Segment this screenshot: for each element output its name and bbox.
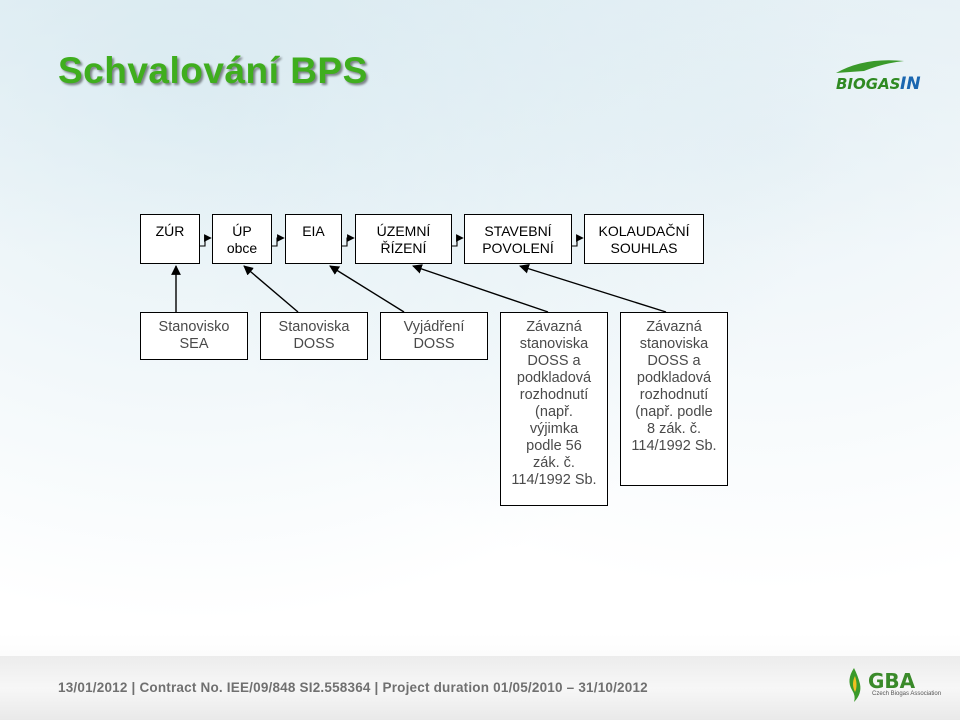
input-zavazna-stanoviska-stavebni: Závazná stanoviska DOSS a podkladová roz…: [620, 312, 728, 486]
gba-subtext: Czech Biogas Association: [872, 691, 942, 697]
footer-text: 13/01/2012 | Contract No. IEE/09/848 SI2…: [58, 680, 648, 695]
input-stanoviska-doss: Stanoviska DOSS: [260, 312, 368, 360]
step-up-obce: ÚP obce: [212, 214, 272, 264]
biogasin-logo: BIOGAS IN: [836, 60, 921, 94]
svg-text:BIOGAS: BIOGAS: [836, 75, 901, 93]
step-uzemni-rizeni: ÚZEMNÍ ŘÍZENÍ: [355, 214, 452, 264]
step-zur: ZÚR: [140, 214, 200, 264]
gba-logo: GBA: [849, 668, 916, 702]
svg-text:GBA: GBA: [868, 669, 916, 693]
input-zavazna-stanoviska-uzemni: Závazná stanoviska DOSS a podkladová roz…: [500, 312, 608, 506]
svg-text:IN: IN: [900, 74, 921, 94]
slide-title: Schvalování BPS: [58, 50, 368, 91]
footer-bar: [0, 656, 960, 720]
step-kolaudacni-souhlas: KOLAUDAČNÍ SOUHLAS: [584, 214, 704, 264]
step-eia: EIA: [285, 214, 342, 264]
input-vyjadreni-doss: Vyjádření DOSS: [380, 312, 488, 360]
input-stanovisko-sea: Stanovisko SEA: [140, 312, 248, 360]
step-stavebni-povoleni: STAVEBNÍ POVOLENÍ: [464, 214, 572, 264]
